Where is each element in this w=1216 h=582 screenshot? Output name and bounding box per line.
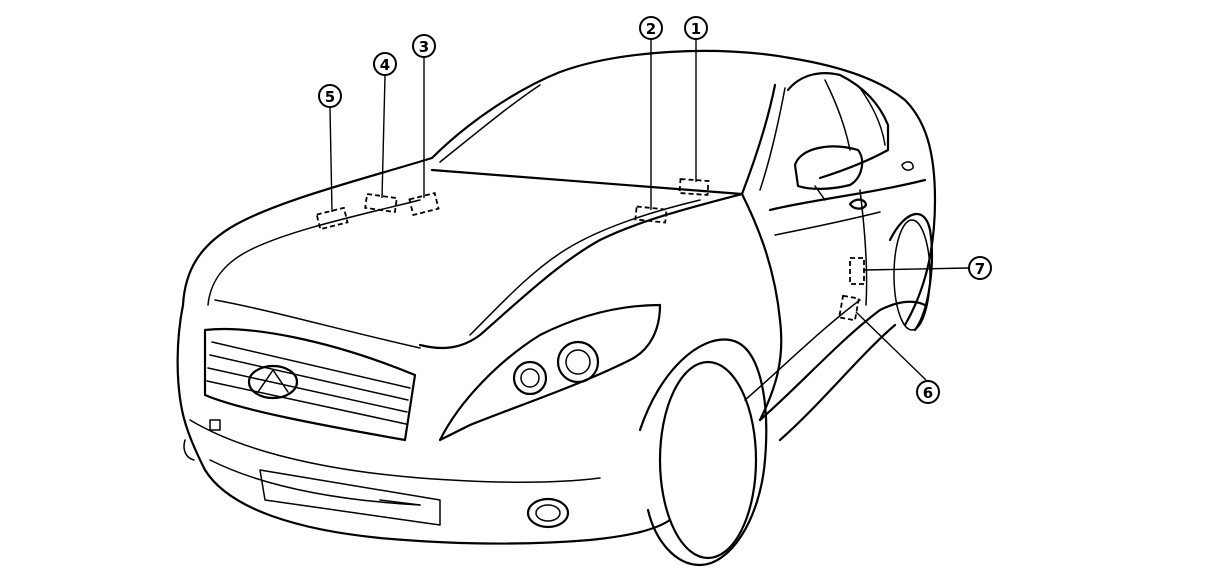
- callout-1: 1: [684, 16, 708, 40]
- label-location-2: [634, 205, 668, 224]
- label-location-1: [678, 178, 710, 196]
- callout-5-label: 5: [325, 88, 335, 106]
- callout-3-label: 3: [419, 38, 429, 56]
- callout-5: 5: [318, 84, 342, 108]
- callout-7-label: 7: [975, 260, 985, 278]
- leader-lines: [329, 40, 969, 381]
- car-body: [176, 49, 937, 567]
- label-location-6: [838, 294, 860, 322]
- label-location-3: [408, 192, 440, 216]
- label-location-7: [849, 257, 865, 285]
- callout-7: 7: [968, 256, 992, 280]
- label-locations: [315, 178, 865, 322]
- callout-4-label: 4: [380, 56, 390, 74]
- callout-3: 3: [412, 34, 436, 58]
- callout-2-label: 2: [646, 20, 656, 38]
- callout-4: 4: [373, 52, 397, 76]
- label-location-5: [315, 206, 349, 231]
- callout-6: 6: [916, 380, 940, 404]
- label-location-4: [364, 192, 398, 214]
- callout-6-label: 6: [923, 384, 933, 402]
- callout-1-label: 1: [691, 20, 701, 38]
- callout-2: 2: [639, 16, 663, 40]
